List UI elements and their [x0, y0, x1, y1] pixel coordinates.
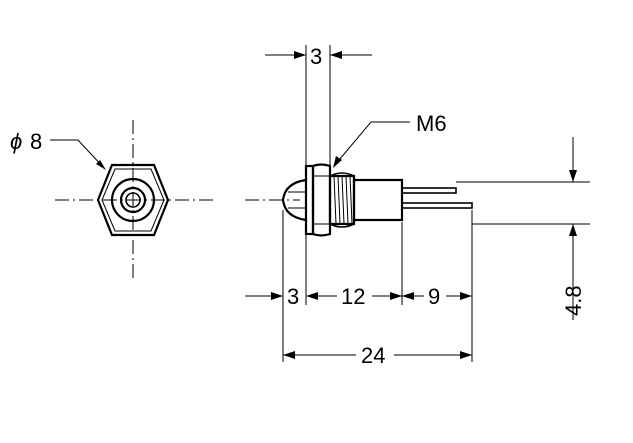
- dim-bottom-3-label: 3: [287, 284, 299, 309]
- thread-leader-arrow: [333, 156, 342, 168]
- dim-24-arrow-right: [460, 351, 472, 359]
- dome-lens: [281, 178, 307, 222]
- diameter-leader-arrow: [96, 160, 106, 170]
- dim-4-8-label: 4.8: [561, 285, 586, 316]
- lens-outer-circle: [119, 186, 147, 214]
- dim-top-3-label: 3: [310, 44, 322, 69]
- rear-body: [352, 178, 404, 222]
- dim-24-label: 24: [361, 343, 385, 368]
- dim-bottom-3-arrow-left: [271, 292, 283, 300]
- dimensions: 3 M6 3 12 9 24: [245, 44, 590, 368]
- lead-pin-lower: [401, 202, 473, 209]
- dim-9-label: 9: [428, 284, 440, 309]
- thread-label: M6: [416, 111, 447, 136]
- dim-9-arrow-right: [460, 292, 472, 300]
- lens-inner-circle: [125, 192, 141, 208]
- side-view: [245, 163, 473, 237]
- dim-24-arrow-left: [283, 351, 295, 359]
- front-view: ϕ 8: [10, 120, 215, 280]
- side-nut: [311, 163, 332, 237]
- diameter-leader: [50, 139, 105, 169]
- diameter-value: 8: [30, 129, 42, 154]
- dim-12-label: 12: [341, 284, 365, 309]
- hex-nut-outline: [96, 163, 170, 237]
- diameter-symbol: ϕ: [10, 129, 22, 154]
- thread-marks: [333, 175, 353, 225]
- dim-12-arrow-right: [390, 292, 402, 300]
- dim-4-8-arrow-top: [569, 170, 577, 182]
- hex-nut-chamfer: [101, 168, 165, 232]
- thread-top-curve: [329, 172, 355, 177]
- thread-bottom-curve: [329, 223, 355, 228]
- dim-9-arrow-left: [402, 292, 414, 300]
- bezel-circle: [110, 177, 156, 223]
- dim-bottom-3-arrow-right: [306, 292, 318, 300]
- dim-4-8-arrow-bottom: [569, 224, 577, 236]
- lead-pin-upper: [401, 187, 457, 194]
- dim-top-3-arrow-right: [330, 51, 342, 59]
- dim-top-3-arrow-left: [294, 51, 306, 59]
- thread-leader: [333, 121, 410, 167]
